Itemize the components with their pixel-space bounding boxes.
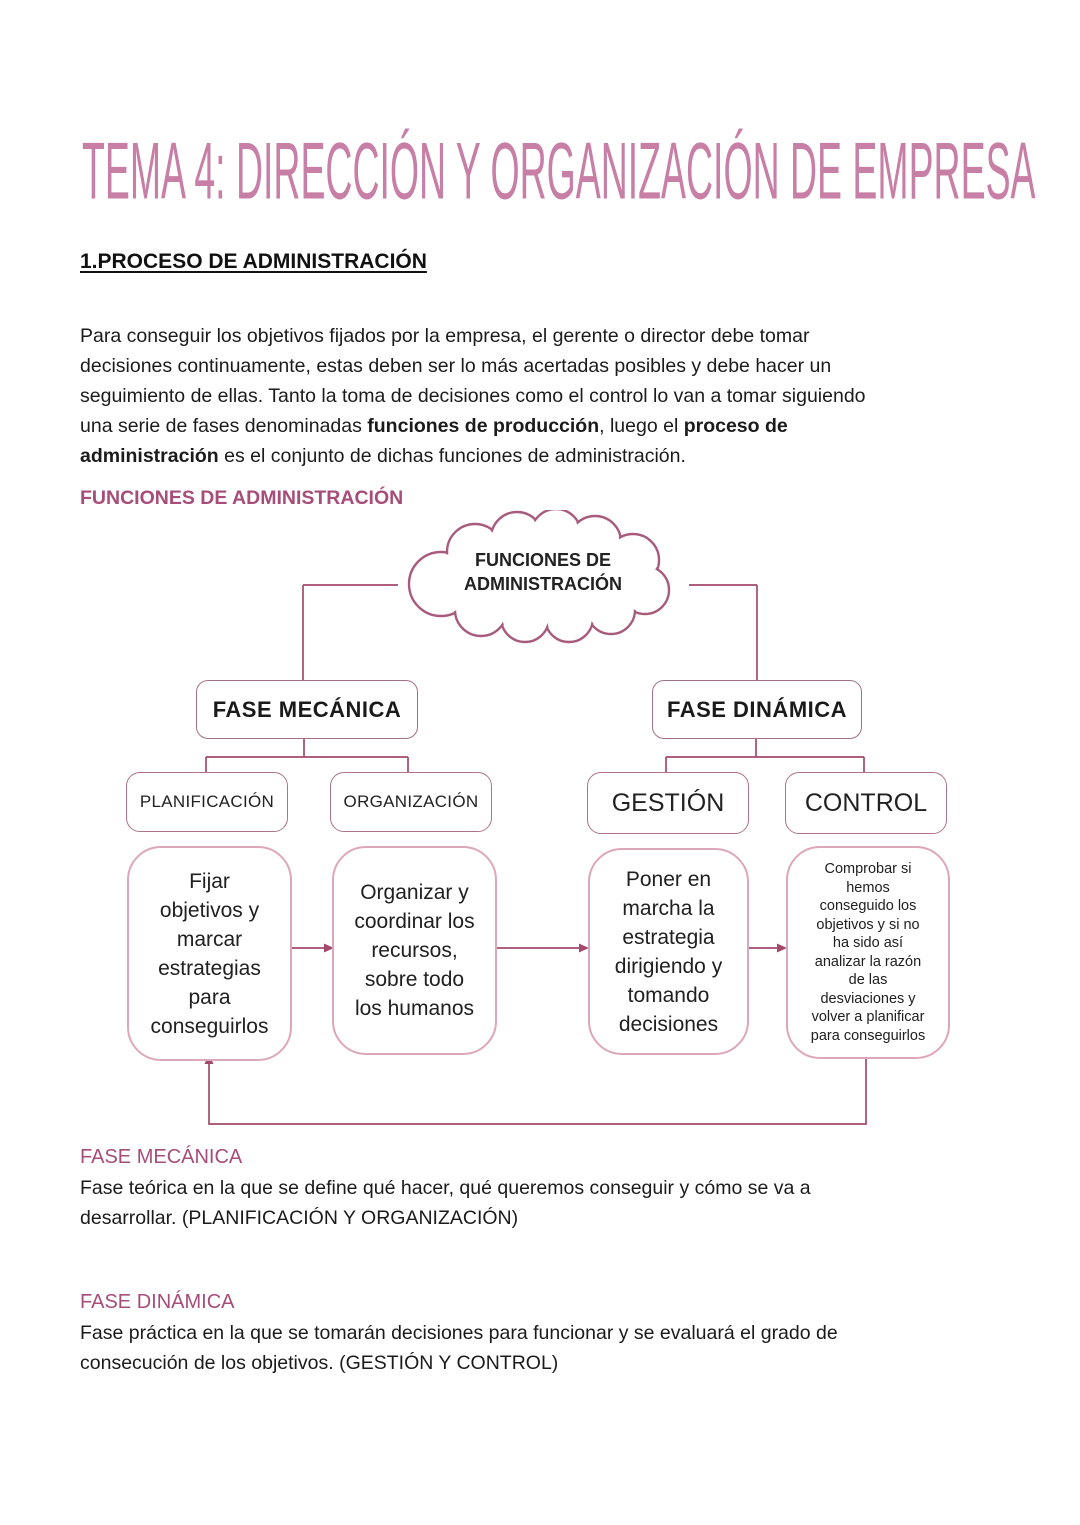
organizacion-desc-box: Organizar y coordinar los recursos, sobr… — [332, 846, 497, 1055]
gestion-box: GESTIÓN — [587, 772, 749, 834]
text-segment: seguimiento de ellas. Tanto la toma de d… — [80, 385, 866, 407]
page-title: TEMA 4: DIRECCIÓN Y ORGANIZACIÓN DE EMPR… — [82, 128, 1080, 215]
paragraph-line: Para conseguir los objetivos fijados por… — [80, 321, 866, 351]
fase-dinamica-box: FASE DINÁMICA — [652, 680, 862, 739]
planificacion-desc-box: Fijar objetivos y marcar estrategias par… — [127, 846, 292, 1061]
arrowheads — [204, 943, 787, 1064]
planificacion-box: PLANIFICACIÓN — [126, 772, 288, 832]
paragraph-line: seguimiento de ellas. Tanto la toma de d… — [80, 381, 866, 411]
fase-dinamica-text: Fase práctica en la que se tomarán decis… — [80, 1322, 838, 1374]
text-segment: decisiones continuamente, estas deben se… — [80, 355, 832, 377]
subheading-funciones-administracion: FUNCIONES DE ADMINISTRACIÓN — [80, 487, 404, 509]
paragraph-line: decisiones continuamente, estas deben se… — [80, 351, 866, 381]
section-heading-proceso: 1.PROCESO DE ADMINISTRACIÓN — [80, 250, 427, 273]
cloud-label: FUNCIONES DE ADMINISTRACIÓN — [464, 550, 622, 594]
fase-mecanica-box: FASE MECÁNICA — [196, 680, 418, 739]
connector-lines — [204, 584, 867, 1125]
page-title-text: TEMA 4: DIRECCIÓN Y ORGANIZACIÓN DE EMPR… — [82, 126, 1036, 217]
bold-text-segment: administración — [80, 445, 219, 467]
control-box: CONTROL — [785, 772, 947, 834]
bold-text-segment: proceso de — [683, 415, 788, 437]
text-segment: , luego el — [599, 415, 684, 437]
fase-mecanica-text: Fase teórica en la que se define qué hac… — [80, 1177, 811, 1229]
intro-paragraph: Para conseguir los objetivos fijados por… — [80, 321, 866, 471]
paragraph-line: administración es el conjunto de dichas … — [80, 441, 866, 471]
text-segment: una serie de fases denominadas — [80, 415, 368, 437]
organizacion-box: ORGANIZACIÓN — [330, 772, 492, 832]
paragraph-line: una serie de fases denominadas funciones… — [80, 411, 866, 441]
fase-mecanica-heading: FASE MECÁNICA — [80, 1146, 243, 1168]
bold-text-segment: funciones de producción — [367, 415, 600, 437]
cloud-shape — [407, 510, 671, 644]
text-segment: Para conseguir los objetivos fijados por… — [80, 325, 810, 347]
gestion-desc-box: Poner en marcha la estrategia dirigiendo… — [588, 848, 749, 1055]
control-desc-box: Comprobar si hemos conseguido los objeti… — [786, 846, 950, 1059]
fase-dinamica-heading: FASE DINÁMICA — [80, 1291, 235, 1313]
text-segment: es el conjunto de dichas funciones de ad… — [218, 445, 686, 467]
